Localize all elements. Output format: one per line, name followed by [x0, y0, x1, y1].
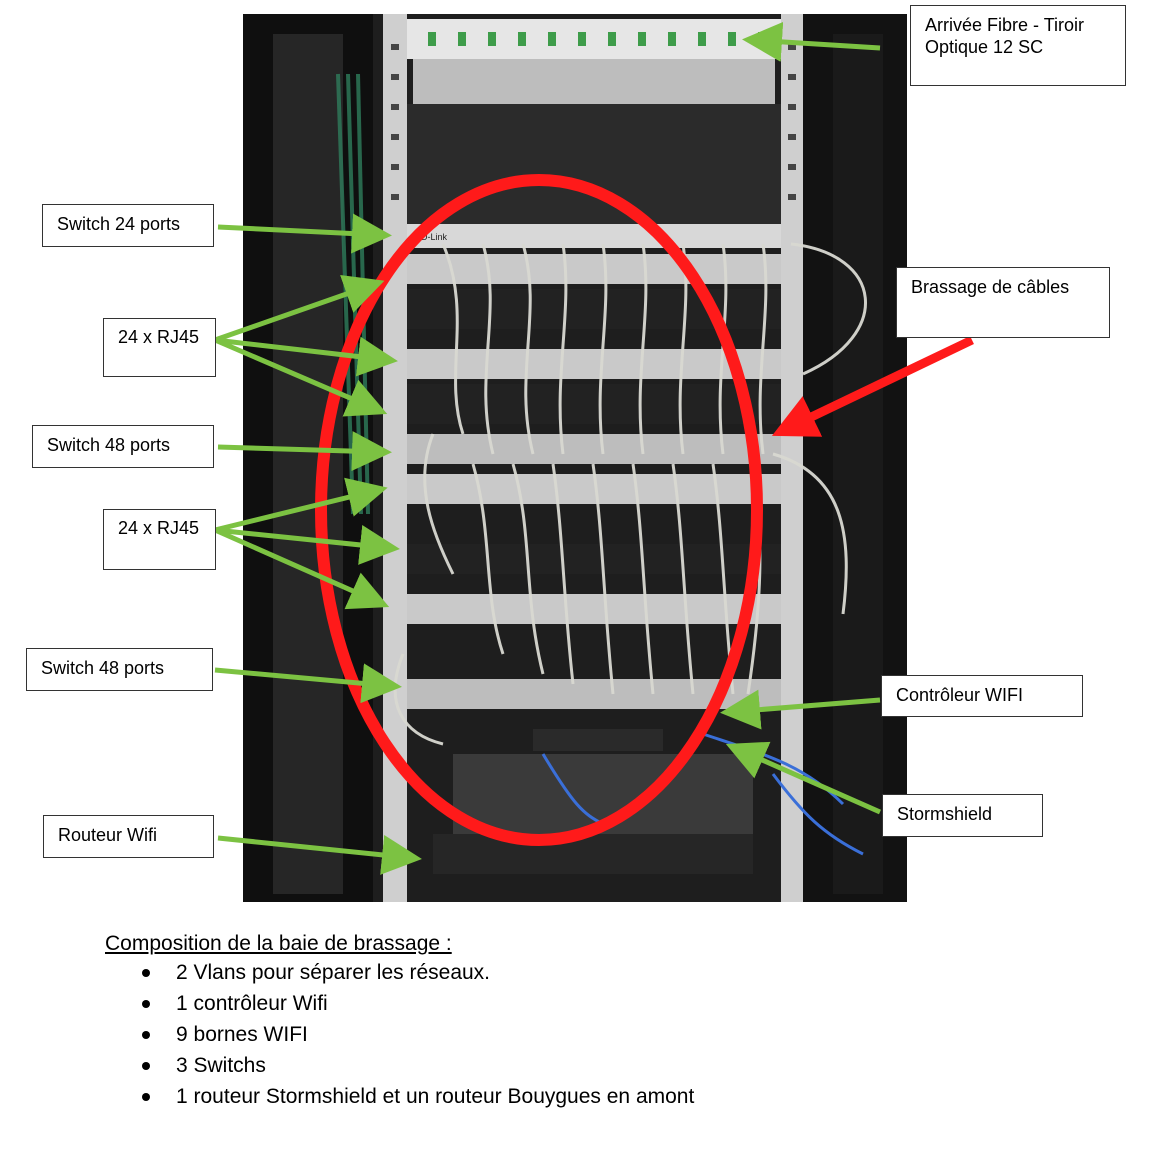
list-item: 3 Switchs: [140, 1053, 694, 1084]
rack-illustration: D-Link: [243, 14, 907, 902]
list-item-text: 2 Vlans pour séparer les réseaux.: [176, 961, 491, 984]
list-item-text: 1 routeur Stormshield et un routeur Bouy…: [176, 1085, 695, 1108]
bullet-icon: [142, 1000, 150, 1008]
bullet-icon: [142, 1062, 150, 1070]
bullet-icon: [142, 1093, 150, 1101]
rack-photo: D-Link: [243, 14, 907, 902]
list-item-text: 3 Switchs: [176, 1054, 266, 1077]
label-switch-48-b: Switch 48 ports: [26, 648, 213, 691]
label-stormshield: Stormshield: [882, 794, 1043, 837]
list-item: 1 contrôleur Wifi: [140, 991, 694, 1022]
label-routeur-wifi: Routeur Wifi: [43, 815, 214, 858]
list-item-text: 1 contrôleur Wifi: [176, 992, 328, 1015]
list-item-text: 9 bornes WIFI: [176, 1023, 308, 1046]
brand-label: D-Link: [421, 232, 448, 242]
list-item: 1 routeur Stormshield et un routeur Bouy…: [140, 1084, 694, 1115]
label-switch-24: Switch 24 ports: [42, 204, 214, 247]
bullet-icon: [142, 969, 150, 977]
composition-title: Composition de la baie de brassage :: [105, 932, 452, 955]
label-brassage: Brassage de câbles: [896, 267, 1110, 338]
composition-list: 2 Vlans pour séparer les réseaux. 1 cont…: [140, 960, 694, 1115]
label-controleur-wifi: Contrôleur WIFI: [881, 675, 1083, 717]
label-rj45-a: 24 x RJ45: [103, 318, 216, 377]
label-fibre: Arrivée Fibre - Tiroir Optique 12 SC: [910, 5, 1126, 86]
bullet-icon: [142, 1031, 150, 1039]
label-rj45-b: 24 x RJ45: [103, 509, 216, 570]
list-item: 2 Vlans pour séparer les réseaux.: [140, 960, 694, 991]
label-switch-48-a: Switch 48 ports: [32, 425, 214, 468]
list-item: 9 bornes WIFI: [140, 1022, 694, 1053]
